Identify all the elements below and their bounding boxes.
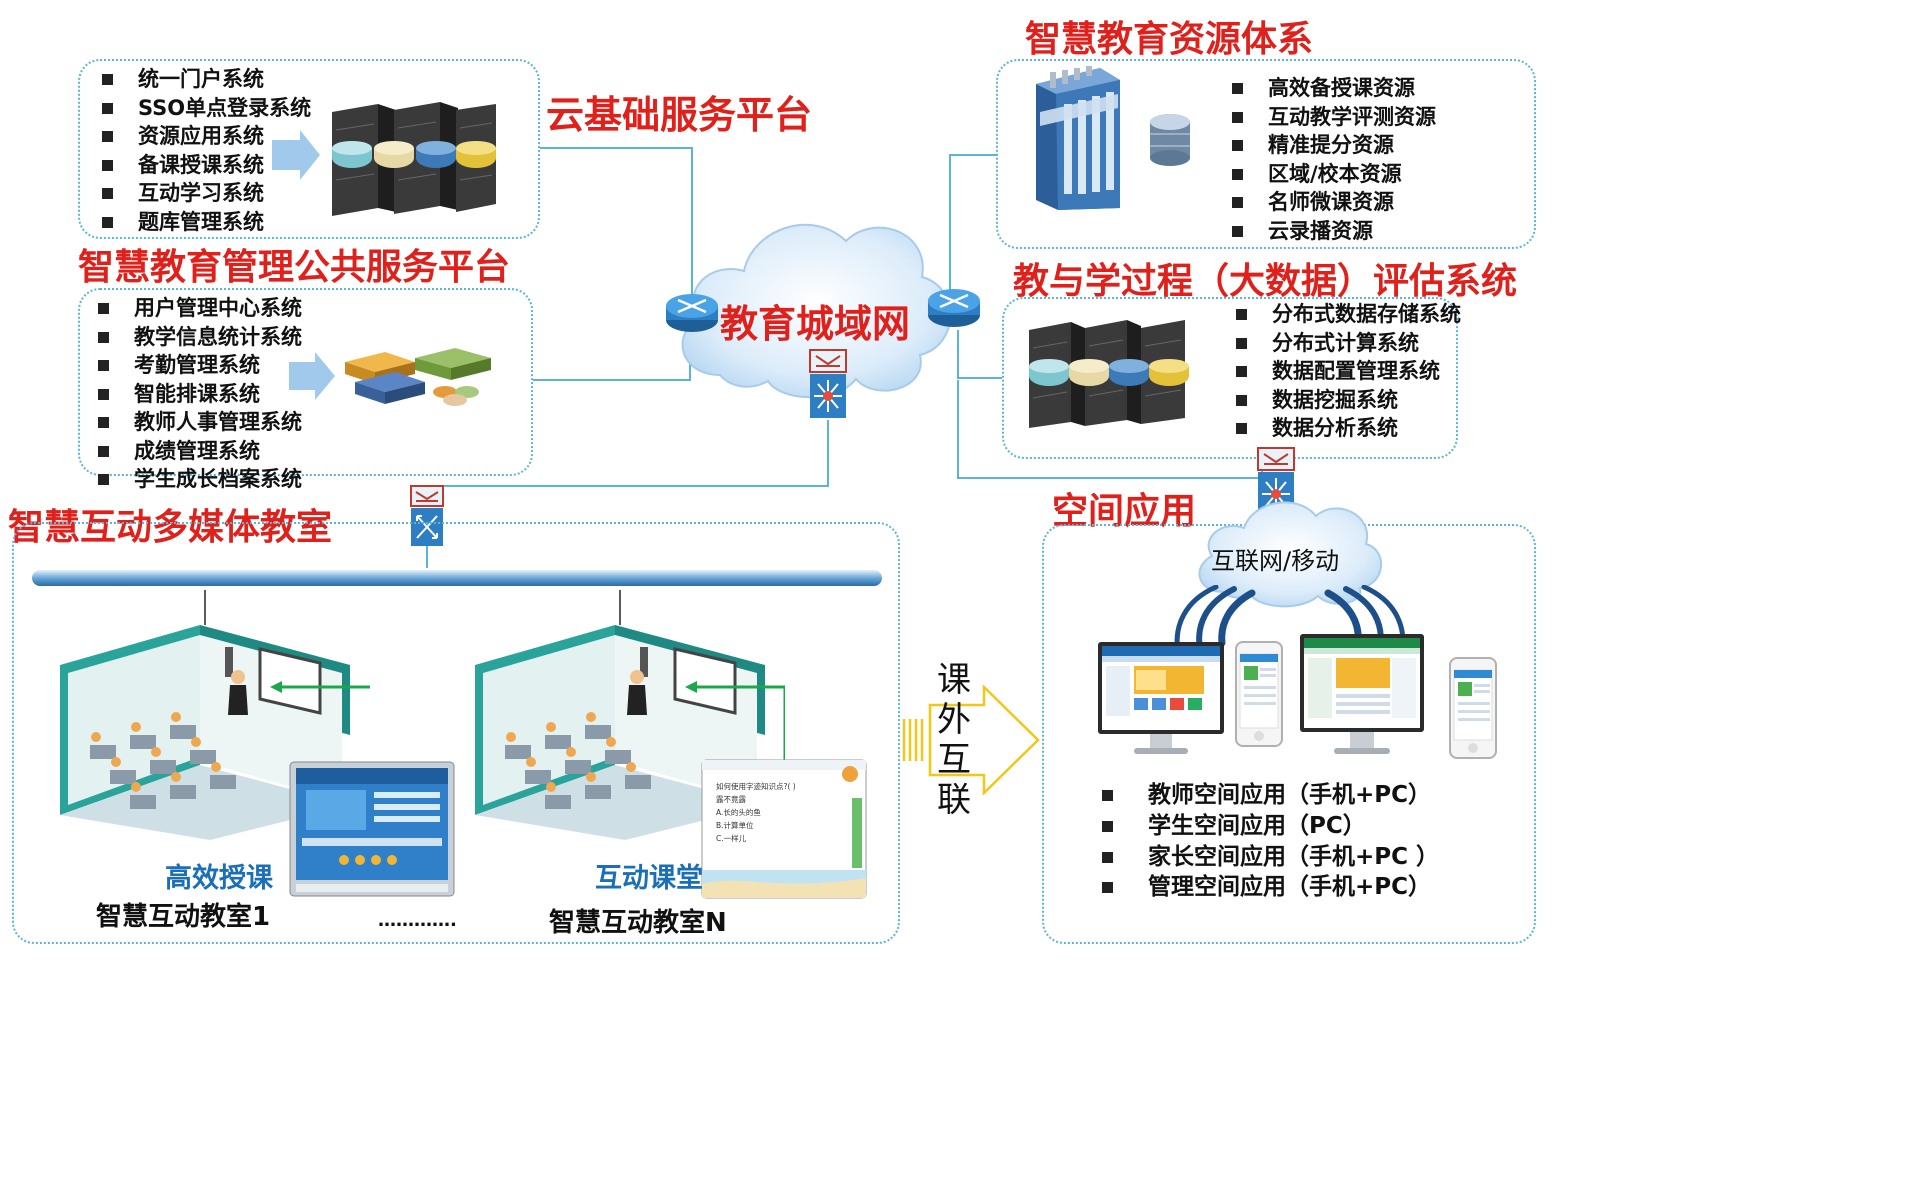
network-backbone-bar (32, 570, 882, 586)
datacenter-icon (1036, 66, 1190, 210)
management-platform-item: 教学信息统计系统 (96, 323, 302, 352)
classroom-1-name: 智慧互动教室1 (96, 902, 271, 932)
teaching-screen-1 (289, 761, 455, 897)
question-line: B.计算单位 (716, 821, 754, 830)
question-line: 露不竟露 (716, 795, 746, 804)
router-icon (928, 289, 980, 327)
space-app-item: 教师空间应用（手机+PC） (1100, 780, 1439, 811)
interconnect-char: 互 (937, 740, 971, 780)
space-app-item: 家长空间应用（手机+PC ） (1100, 842, 1439, 873)
cloud-platform-item: 统一门户系统 (100, 65, 311, 94)
cloud-platform-item: 互动学习系统 (100, 179, 311, 208)
resource-item: 精准提分资源 (1230, 131, 1436, 160)
resource-item: 区域/校本资源 (1230, 160, 1436, 189)
resource-item: 云录播资源 (1230, 217, 1436, 246)
resource-system-list: 高效备授课资源 互动教学评测资源 精准提分资源 区域/校本资源 名师微课资源 云… (1230, 74, 1436, 245)
server-rack-icon (272, 102, 496, 216)
classroom-n-caption: 互动课堂 (595, 863, 703, 894)
bigdata-system-box (1002, 297, 1458, 459)
desktop-monitor-icon (1098, 642, 1224, 754)
bigdata-item: 数据分析系统 (1234, 414, 1461, 443)
server-rack-icon (1029, 320, 1189, 428)
bigdata-system-title: 教与学过程（大数据）评估系统 (1013, 261, 1518, 302)
management-platform-box (78, 288, 533, 476)
router-icon (666, 294, 718, 332)
cloud-platform-item: 备课授课系统 (100, 151, 311, 180)
resource-item: 名师微课资源 (1230, 188, 1436, 217)
classroom-1-illustration (60, 625, 370, 840)
classroom-ellipsis: …………. (378, 910, 457, 931)
classroom-box (12, 522, 900, 944)
space-apps-list: 教师空间应用（手机+PC） 学生空间应用（PC） 家长空间应用（手机+PC ） … (1100, 780, 1439, 903)
interconnect-label: 课 外 互 联 (934, 660, 974, 820)
cloud-platform-list: 统一门户系统 SSO单点登录系统 资源应用系统 备课授课系统 互动学习系统 题库… (100, 65, 311, 236)
question-line: 如何使用字迹知识点?( ) (716, 782, 796, 791)
question-text-block: 如何使用字迹知识点?( ) 露不竟露 A.长的头的鱼 B.计算单位 C.一样儿 (716, 780, 796, 845)
classroom-1-caption: 高效授课 (165, 863, 273, 894)
module-blocks-icon (289, 348, 491, 406)
interconnect-arrow-icon (902, 685, 1040, 795)
classroom-n-name: 智慧互动教室N (549, 908, 727, 938)
resource-system-title: 智慧教育资源体系 (1025, 19, 1314, 60)
management-platform-item: 用户管理中心系统 (96, 294, 302, 323)
resource-item: 互动教学评测资源 (1230, 103, 1436, 132)
space-app-item: 管理空间应用（手机+PC） (1100, 872, 1439, 903)
classroom-title: 智慧互动多媒体教室 (8, 507, 333, 548)
switch-icon (410, 485, 444, 546)
resource-system-box (996, 59, 1536, 249)
bigdata-item: 数据挖掘系统 (1234, 386, 1461, 415)
core-switch-icon (809, 349, 847, 418)
cloud-platform-title: 云基础服务平台 (546, 93, 813, 137)
management-platform-item: 教师人事管理系统 (96, 408, 302, 437)
cloud-platform-item: 题库管理系统 (100, 208, 311, 237)
internet-cloud-label: 互联网/移动 (1211, 547, 1340, 575)
mobile-phone-icon (1449, 657, 1497, 759)
management-platform-title: 智慧教育管理公共服务平台 (78, 247, 511, 288)
cloud-platform-item: SSO单点登录系统 (100, 94, 311, 123)
bigdata-item: 分布式数据存储系统 (1234, 300, 1461, 329)
bigdata-system-list: 分布式数据存储系统 分布式计算系统 数据配置管理系统 数据挖掘系统 数据分析系统 (1234, 300, 1461, 443)
question-line: A.长的头的鱼 (716, 808, 761, 817)
interconnect-char: 课 (937, 660, 971, 700)
cloud-platform-box (78, 59, 540, 239)
management-platform-item: 成绩管理系统 (96, 437, 302, 466)
desktop-monitor-icon (1300, 634, 1424, 754)
management-platform-list: 用户管理中心系统 教学信息统计系统 考勤管理系统 智能排课系统 教师人事管理系统… (96, 294, 302, 494)
management-platform-item: 考勤管理系统 (96, 351, 302, 380)
mobile-phone-icon (1235, 641, 1283, 747)
cloud-platform-item: 资源应用系统 (100, 122, 311, 151)
question-line: C.一样儿 (716, 834, 747, 843)
internet-cloud-icon (1198, 501, 1382, 608)
metro-network-label: 教育城域网 (720, 302, 911, 346)
interconnect-char: 外 (937, 700, 971, 740)
space-app-item: 学生空间应用（PC） (1100, 811, 1439, 842)
interconnect-char: 联 (937, 780, 971, 820)
interactive-screen-n (701, 759, 867, 899)
resource-item: 高效备授课资源 (1230, 74, 1436, 103)
management-platform-item: 学生成长档案系统 (96, 465, 302, 494)
bigdata-item: 分布式计算系统 (1234, 329, 1461, 358)
space-apps-title: 空间应用 (1052, 491, 1197, 532)
bigdata-item: 数据配置管理系统 (1234, 357, 1461, 386)
management-platform-item: 智能排课系统 (96, 380, 302, 409)
